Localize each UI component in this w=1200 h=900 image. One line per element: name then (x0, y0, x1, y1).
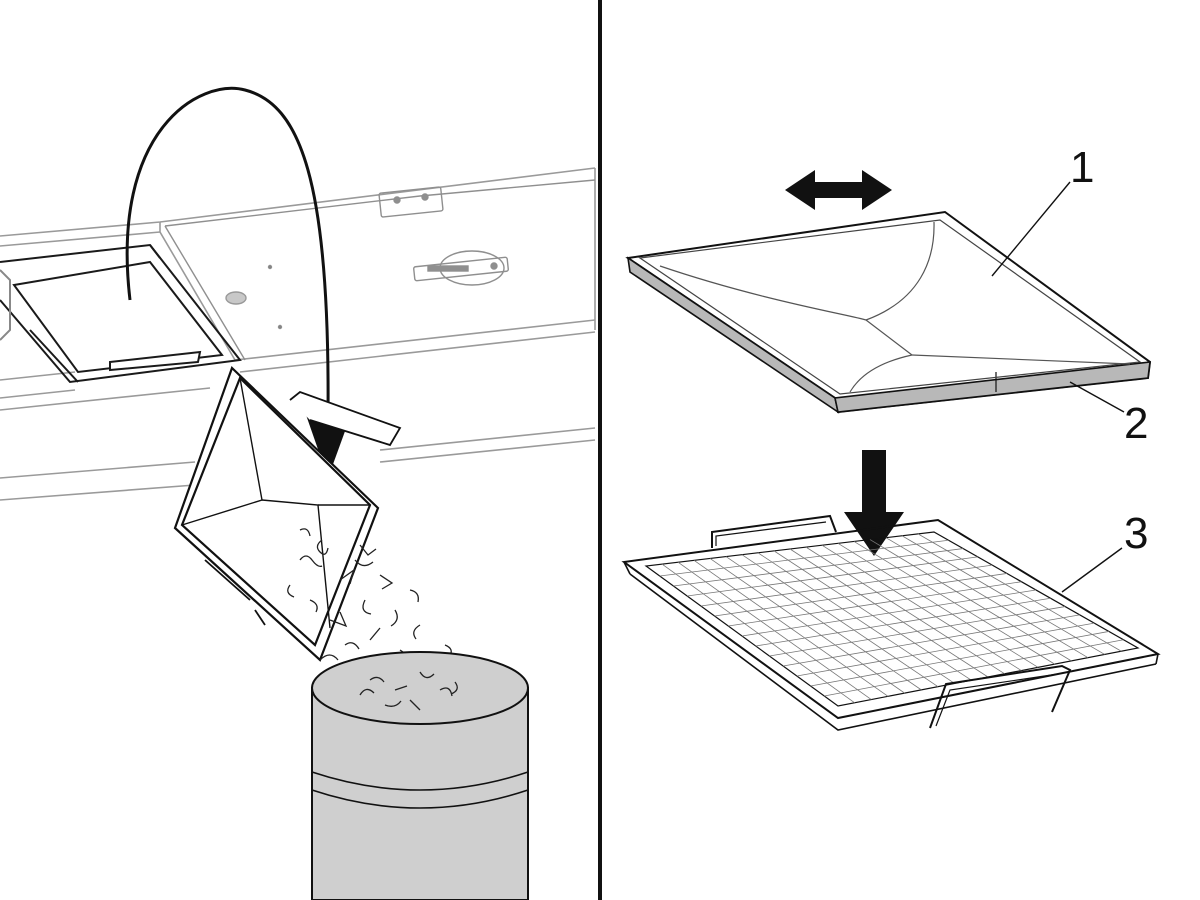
tray-insert (625, 210, 1152, 414)
machine-lid (164, 179, 596, 361)
mesh-wire (917, 533, 1122, 652)
mesh-wire (821, 544, 1022, 671)
callout-leaders (991, 181, 1125, 593)
mesh-wire (837, 542, 1039, 668)
mesh-wire (661, 563, 855, 704)
callout-number-3: 3 (1124, 509, 1148, 558)
right-panel: 1 2 3 (621, 143, 1161, 731)
waste-bin (311, 651, 529, 900)
mesh-wire (789, 548, 989, 678)
mesh-wire (693, 560, 889, 697)
mesh-wire (709, 558, 905, 694)
down-arrow-icon (844, 450, 904, 556)
mesh-wire (677, 561, 872, 700)
callout-number-2: 2 (1124, 399, 1148, 448)
tray-compartment (0, 243, 242, 384)
wire-basket (621, 514, 1161, 731)
basket-mesh (659, 533, 1124, 704)
machine-base (0, 167, 596, 501)
mesh-wire (725, 556, 922, 691)
mesh-wire (885, 537, 1089, 659)
mesh-wire (757, 552, 955, 684)
tipped-tray (173, 366, 402, 662)
mesh-wire (853, 541, 1055, 665)
mesh-wire (901, 535, 1105, 655)
mesh-wire (869, 539, 1072, 662)
mesh-wire (805, 546, 1005, 675)
left-panel (0, 86, 596, 900)
mesh-wire (773, 550, 972, 681)
callout-number-1: 1 (1070, 143, 1094, 192)
double-headed-arrow-icon (785, 170, 892, 210)
mesh-wire (741, 554, 939, 687)
